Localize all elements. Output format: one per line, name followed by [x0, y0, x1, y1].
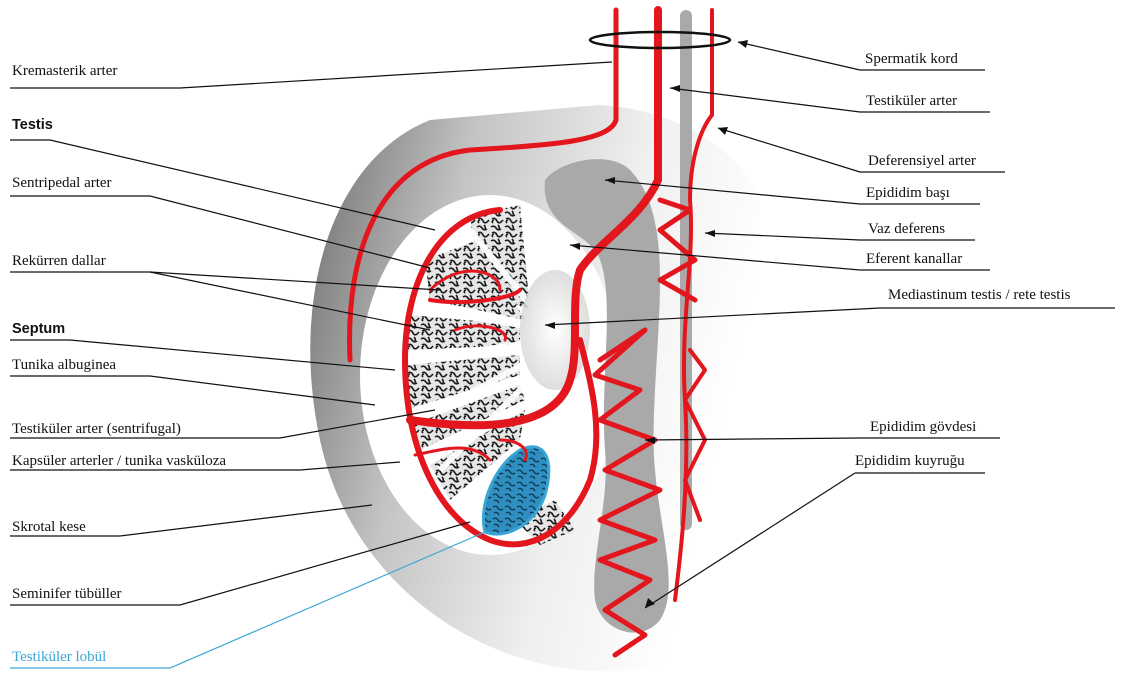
- label-seminifer-tubuller: Seminifer tübüller: [12, 585, 122, 603]
- label-epididim-basi: Epididim başı: [866, 184, 950, 202]
- label-skrotal-kese: Skrotal kese: [12, 518, 86, 536]
- label-eferent-kanallar: Eferent kanallar: [866, 250, 962, 268]
- label-rekurren-dallar: Rekürren dallar: [12, 252, 106, 270]
- label-mediastinum-testis: Mediastinum testis / rete testis: [888, 286, 1070, 304]
- label-testikuler-arter: Testiküler arter: [866, 92, 957, 110]
- label-vaz-deferens: Vaz deferens: [868, 220, 945, 238]
- label-testikuler-arter-sentrifugal: Testiküler arter (sentrifugal): [12, 420, 181, 438]
- label-testis: Testis: [12, 116, 53, 134]
- label-septum: Septum: [12, 320, 65, 338]
- label-sentripedal-arter: Sentripedal arter: [12, 174, 112, 192]
- label-kapsuler-arterler: Kapsüler arterler / tunika vasküloza: [12, 452, 226, 470]
- label-epididim-kuyrugu: Epididim kuyruğu: [855, 452, 965, 470]
- label-testikuler-lobul: Testiküler lobül: [12, 648, 106, 666]
- label-kremasterik-arter: Kremasterik arter: [12, 62, 117, 80]
- label-tunika-albuginea: Tunika albuginea: [12, 356, 116, 374]
- label-spermatik-kord: Spermatik kord: [865, 50, 958, 68]
- label-deferensiyel-arter: Deferensiyel arter: [868, 152, 976, 170]
- label-epididim-govdesi: Epididim gövdesi: [870, 418, 976, 436]
